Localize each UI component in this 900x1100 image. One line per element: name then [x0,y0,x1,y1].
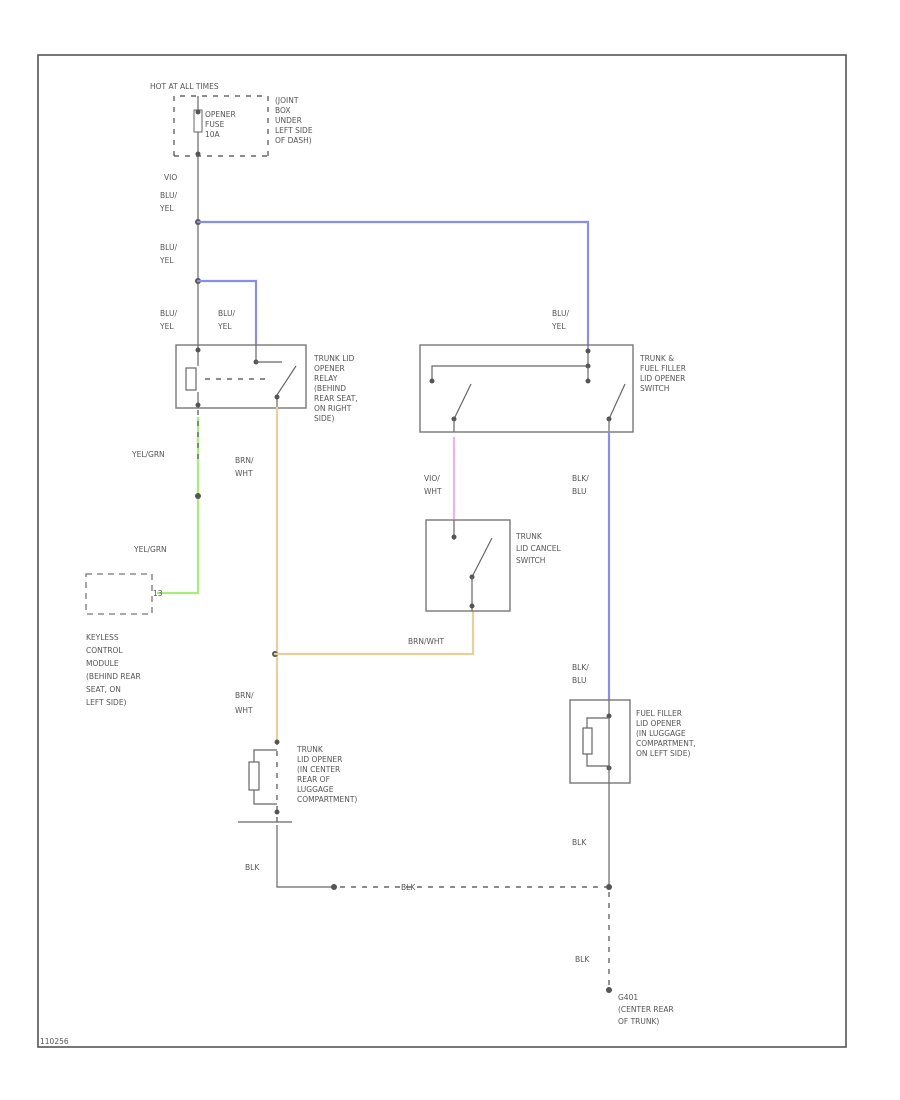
wire-brn-wht-horizontal [273,604,475,656]
trunk-lid-opener-relay [175,344,307,409]
wire-blu-yel-to-relay [196,279,258,347]
joint-box-label: (JOINT BOX UNDER LEFT SIDE OF DASH) [275,96,315,145]
splice-blk-left [331,884,337,890]
relay-label: TRUNK LID OPENER RELAY (BEHIND REAR SEAT… [313,354,360,423]
wire-label-blk-right-1: BLK [572,838,587,847]
wire-label-blk-right-2: BLK [575,955,590,964]
diagram-frame [37,54,847,1048]
wire-label-blu-yel-2: BLU/ YEL [159,309,179,331]
wire-label-yel-grn-2: YEL/GRN [133,545,167,554]
splice-blk-right [606,884,612,890]
wire-label-vio-wht: VIO/ WHT [424,474,442,496]
wire-label-brn-wht-h: BRN/WHT [408,637,445,646]
figure-code: 110256 [40,1037,69,1046]
wire-label-brn-wht-1: BRN/ WHT [235,456,256,478]
wire-blu-yel-to-switch [196,220,590,347]
ground-point [606,987,612,993]
keyless-control-module [85,573,153,615]
wire-blk-left [276,825,334,888]
cancel-switch-label: TRUNK LID CANCEL SWITCH [515,532,563,565]
fuse-label: OPENER FUSE 10A [205,110,238,139]
hot-at-all-times-label: HOT AT ALL TIMES [150,82,219,91]
keyless-label: KEYLESS CONTROL MODULE (BEHIND REAR SEAT… [86,633,143,707]
keyless-pin-label: 13 [153,589,163,598]
wire-label-yel-grn-1: YEL/GRN [131,450,165,459]
trunk-opener-label: TRUNK LID OPENER (IN CENTER REAR OF LUGG… [296,745,357,804]
wire-label-blk-mid: BLK [401,883,416,892]
fuel-opener-label: FUEL FILLER LID OPENER (IN LUGGAGE COMPA… [636,709,698,758]
trunk-lid-cancel-switch [425,519,511,612]
wire-label-blu-yel-3: BLU/ YEL [217,309,237,331]
main-switch-label: TRUNK & FUEL FILLER LID OPENER SWITCH [639,354,688,393]
wire-yel-grn [156,416,200,595]
fuse-block [173,95,269,157]
wire-label-blk-left: BLK [245,863,260,872]
wire-label-blk-blu-1: BLK/ BLU [572,474,591,496]
wire-label-vio-blu-yel: VIO BLU/ YEL [159,173,180,213]
wire-label-brn-wht-2: BRN/ WHT [235,691,256,715]
wire-label-blu-yel-right: BLU/ YEL [551,309,571,331]
trunk-fuel-lid-opener-switch [419,344,634,433]
wire-label-blk-blu-2: BLK/ BLU [572,663,591,685]
ground-label: G401 (CENTER REAR OF TRUNK) [618,993,676,1026]
trunk-lid-opener [238,739,292,825]
fuel-filler-lid-opener [569,699,631,784]
wire-label-blu-yel-1: BLU/ YEL [159,243,179,265]
splice-yel-grn [195,493,201,499]
